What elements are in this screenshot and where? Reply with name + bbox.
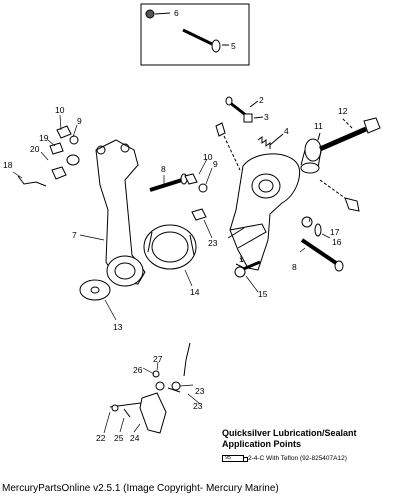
housing-assembly (227, 153, 301, 271)
callout-15: 15 (258, 289, 268, 299)
callout-24: 24 (130, 433, 140, 443)
callout-8-lower: 8 (292, 262, 297, 272)
callout-12: 12 (338, 106, 348, 116)
tube-code: 95 (225, 455, 232, 461)
fitting-23-mid (191, 208, 207, 221)
inset-box (140, 3, 250, 66)
callout-7: 7 (72, 230, 77, 240)
nut-3 (243, 113, 264, 123)
copyright-footer: MercuryPartsOnline v2.5.1 (Image Copyrig… (2, 483, 279, 494)
bolt-8-upper (149, 173, 188, 192)
callout-5-top: 5 (231, 41, 236, 51)
bolt-5-top (182, 28, 229, 53)
callout-16: 16 (332, 237, 342, 247)
spring-4 (257, 133, 284, 149)
callout-8-upper: 8 (161, 164, 166, 174)
callout-19: 19 (39, 133, 49, 143)
callout-labels: 6 5 2 3 4 11 12 10 9 19 20 18 8 10 9 7 2… (3, 8, 348, 443)
callout-6-top: 6 (174, 8, 179, 18)
callout-22: 22 (96, 433, 106, 443)
legend-title: Quicksilver Lubrication/Sealant Applicat… (222, 428, 357, 449)
callout-9-left: 9 (77, 116, 82, 126)
nut-17-washer-16 (301, 216, 322, 237)
callout-23-low-right: 23 (195, 386, 205, 396)
callout-10-left: 10 (55, 105, 65, 115)
callout-25: 25 (114, 433, 124, 443)
leader-lines (12, 114, 331, 434)
callout-4: 4 (284, 126, 289, 136)
bushing-11 (300, 132, 322, 174)
callout-27: 27 (153, 354, 163, 364)
callout-20: 20 (30, 144, 40, 154)
legend-row: 95 2-4-C With Teflon (92-825407A12) (222, 455, 398, 462)
callout-10-mid: 10 (203, 152, 213, 162)
bolt-12 (319, 117, 381, 152)
callout-23-mid: 23 (208, 238, 218, 248)
clip-right (319, 179, 360, 212)
nuts-9-10-mid (184, 173, 208, 193)
callout-26: 26 (133, 365, 143, 375)
collar-14 (143, 224, 197, 270)
nut-6-top (145, 9, 171, 19)
sealant-tube-icon: 95 (222, 455, 248, 462)
callout-14: 14 (190, 287, 200, 297)
lever-7 (79, 139, 146, 301)
small-parts-left (17, 125, 80, 187)
callout-3: 3 (264, 112, 269, 122)
callout-23-low: 23 (193, 401, 203, 411)
rod-assembly (109, 342, 191, 434)
callout-1: 1 (239, 254, 244, 264)
bolt-1-15 (234, 260, 261, 278)
screw-2 (225, 96, 259, 118)
callout-2: 2 (259, 95, 264, 105)
callout-13: 13 (113, 322, 123, 332)
callout-11: 11 (314, 121, 323, 131)
clip-left-4 (215, 122, 241, 171)
callout-17: 17 (330, 227, 340, 237)
bolt-8-lower (300, 238, 344, 272)
callout-9-mid: 9 (213, 159, 218, 169)
legend-text: 2-4-C With Teflon (92-825407A12) (248, 455, 347, 462)
callout-18: 18 (3, 160, 13, 170)
